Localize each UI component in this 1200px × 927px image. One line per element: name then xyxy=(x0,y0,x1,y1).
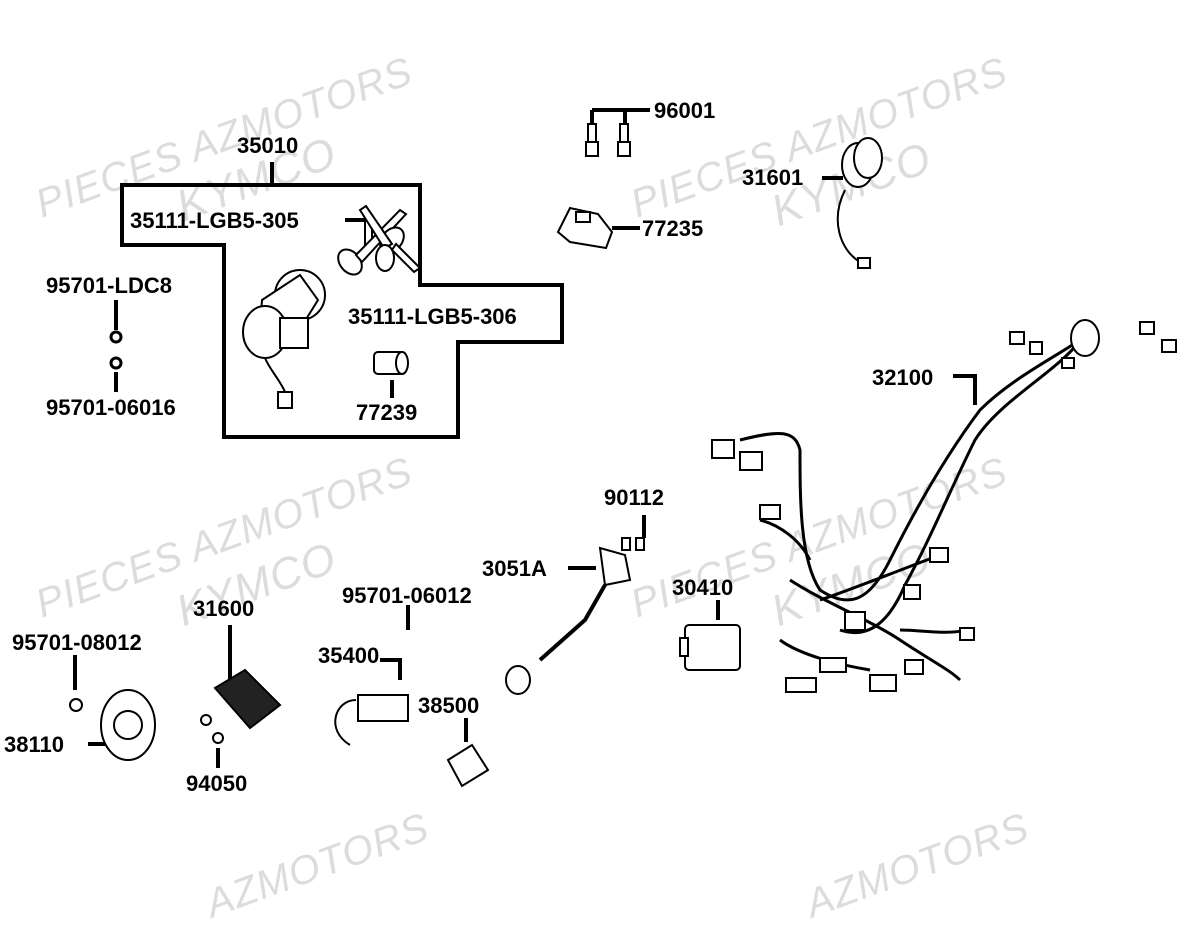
bolt xyxy=(109,330,123,370)
label-35111-lgb5-306: 35111-LGB5-306 xyxy=(348,304,517,329)
part-38500 xyxy=(446,743,490,788)
group-outline-35010 xyxy=(120,183,564,439)
sensor-3051a xyxy=(505,537,645,695)
label-94050: 94050 xyxy=(186,771,248,796)
label-95701-ldc8: 95701-LDC8 xyxy=(46,273,172,298)
part-31600 xyxy=(213,668,282,730)
label-77235: 77235 xyxy=(642,216,704,241)
switch-31601 xyxy=(836,137,883,269)
label-95701-08012: 95701-08012 xyxy=(12,630,142,655)
screws-96001 xyxy=(585,123,631,157)
part-94050 xyxy=(200,714,224,744)
lock-cylinder xyxy=(373,351,409,375)
diagram-drawing xyxy=(69,108,1177,788)
label-90112: 90112 xyxy=(604,485,664,510)
label-77239: 77239 xyxy=(356,400,418,425)
label-35010: 35010 xyxy=(237,133,299,158)
label-31600: 31600 xyxy=(193,596,255,621)
keys xyxy=(337,204,422,276)
parts-diagram: PIECES AZMOTORS KYMCO PIECES AZMOTORS KY… xyxy=(4,49,1177,926)
label-3051a: 3051A xyxy=(482,556,547,581)
label-95701-06012: 95701-06012 xyxy=(342,583,472,608)
wire-harness xyxy=(739,338,1082,682)
label-35400: 35400 xyxy=(318,643,380,668)
label-38110: 38110 xyxy=(4,732,64,757)
label-35111-lgb5-305: 35111-LGB5-305 xyxy=(130,208,299,233)
relay-30410 xyxy=(679,624,741,671)
label-32100: 32100 xyxy=(872,365,934,390)
label-31601: 31601 xyxy=(742,165,804,190)
label-38500: 38500 xyxy=(418,693,480,718)
harness-connectors xyxy=(711,319,1177,693)
ignition-switch xyxy=(242,269,326,409)
label-95701-06016: 95701-06016 xyxy=(46,395,176,420)
horn-38110 xyxy=(69,689,156,761)
part-35400 xyxy=(334,694,409,746)
label-30410: 30410 xyxy=(672,575,734,600)
bracket-77235 xyxy=(556,206,614,250)
label-96001: 96001 xyxy=(654,98,716,123)
